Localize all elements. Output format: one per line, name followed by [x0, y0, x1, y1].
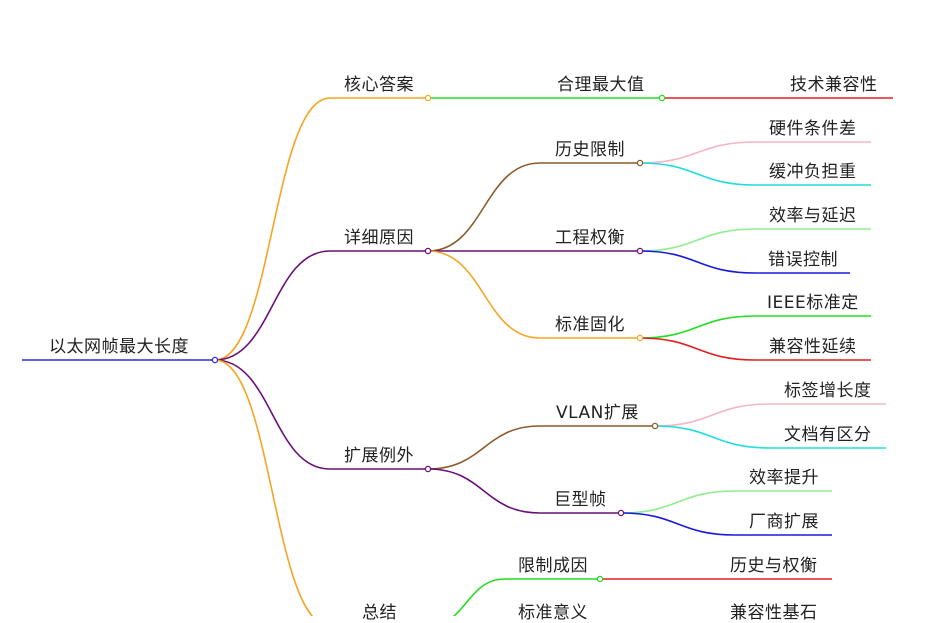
subtopic-connector [452, 578, 506, 616]
subtopic-node[interactable]: 限制成因 [518, 556, 588, 576]
leaf-connector [639, 228, 756, 252]
leaf-node[interactable]: 兼容性基石 [730, 603, 818, 623]
branch-joint-dot [424, 94, 432, 102]
leaf-node[interactable]: 兼容性延续 [769, 337, 857, 357]
leaf-node[interactable]: 缓冲负担重 [769, 162, 857, 182]
leaf-connector [639, 162, 756, 186]
subtopic-node[interactable]: 标准意义 [518, 603, 588, 623]
branch-joint-dot [424, 247, 432, 255]
subtopic-node[interactable]: 巨型帧 [554, 490, 607, 510]
leaf-node[interactable]: 标签增长度 [784, 381, 872, 401]
leaf-connector [654, 425, 771, 449]
subtopic-connector [427, 162, 541, 252]
leaf-connector [639, 315, 756, 339]
branch-node[interactable]: 核心答案 [344, 75, 414, 95]
subtopic-node[interactable]: 工程权衡 [555, 228, 625, 248]
subtopic-connector [427, 468, 541, 514]
leaf-node[interactable]: 技术兼容性 [790, 75, 878, 95]
leaf-node[interactable]: 历史与权衡 [730, 556, 818, 576]
branch-connector [214, 359, 331, 470]
subtopic-joint-dot [651, 422, 659, 430]
leaf-node[interactable]: 文档有区分 [784, 425, 872, 445]
leaf-node[interactable]: 硬件条件差 [769, 119, 857, 139]
leaf-connector [639, 337, 756, 361]
leaf-connector [654, 403, 771, 427]
branch-node[interactable]: 扩展例外 [344, 446, 414, 466]
branch-connector [214, 97, 331, 361]
root-joint-dot [211, 356, 219, 364]
branch-node[interactable]: 总结 [362, 603, 397, 623]
branch-joint-dot [424, 465, 432, 473]
root-node[interactable]: 以太网帧最大长度 [49, 337, 189, 357]
subtopic-node[interactable]: VLAN扩展 [556, 403, 639, 423]
branch-connector [214, 250, 331, 361]
leaf-node[interactable]: 效率与延迟 [769, 206, 857, 226]
leaf-connector [620, 512, 736, 536]
leaf-node[interactable]: 效率提升 [749, 468, 819, 488]
subtopic-joint-dot [658, 94, 666, 102]
subtopic-joint-dot [636, 159, 644, 167]
leaf-node[interactable]: 错误控制 [768, 250, 838, 270]
subtopic-node[interactable]: 合理最大值 [557, 75, 645, 95]
subtopic-joint-dot [636, 247, 644, 255]
subtopic-node[interactable]: 标准固化 [555, 315, 625, 335]
subtopic-connector [427, 250, 541, 339]
branch-node[interactable]: 详细原因 [344, 228, 414, 248]
leaf-connector [639, 141, 756, 164]
subtopic-connector [427, 425, 541, 470]
leaf-node[interactable]: IEEE标准定 [767, 293, 859, 313]
subtopic-joint-dot [596, 575, 604, 583]
leaf-node[interactable]: 厂商扩展 [749, 512, 819, 532]
leaf-connector [639, 250, 756, 274]
branch-connector [214, 359, 314, 616]
subtopic-joint-dot [617, 509, 625, 517]
subtopic-joint-dot [636, 334, 644, 342]
subtopic-node[interactable]: 历史限制 [555, 140, 625, 160]
leaf-connector [620, 490, 736, 514]
